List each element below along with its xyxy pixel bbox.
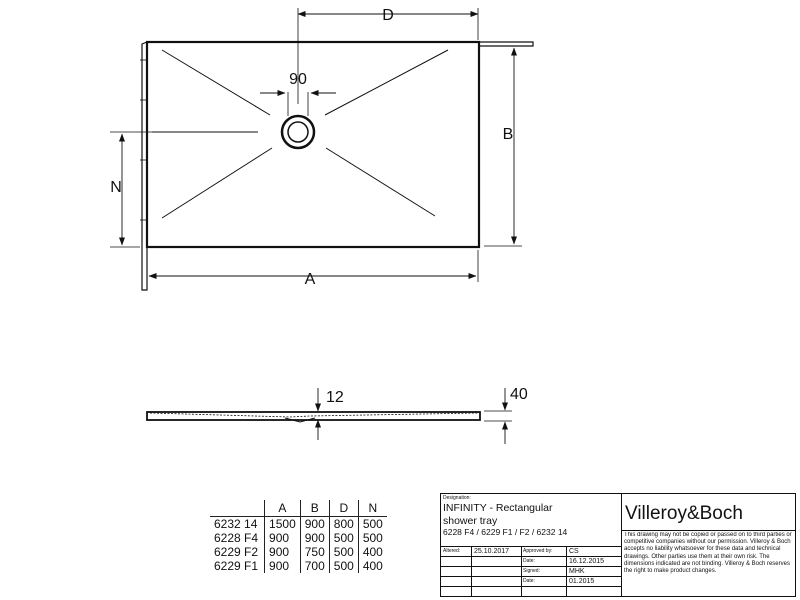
- approved-value: CS: [569, 548, 579, 555]
- copyright-notice: This drawing may not be copied or passed…: [624, 532, 792, 575]
- table-header-a: A: [264, 500, 301, 517]
- dimension-b-label: B: [503, 126, 514, 143]
- dimension-a-label: A: [305, 271, 316, 288]
- dimension-drain-depth-label: 12: [326, 389, 344, 406]
- table-cell: 6229 F2: [214, 545, 259, 559]
- table-cell: 500: [357, 531, 387, 545]
- tray-side-wall: [141, 41, 148, 291]
- tray-section-view: 12 40: [146, 386, 528, 444]
- table-cell: 700: [299, 559, 330, 573]
- slope-line: [161, 147, 273, 219]
- slope-line: [324, 49, 449, 116]
- table-cell: 1500: [264, 516, 301, 531]
- approved-label: Approved by:: [523, 548, 553, 554]
- table-cell: 500: [328, 545, 359, 559]
- table-cell: 6232 14: [214, 517, 258, 531]
- table-header-row: A B D N: [210, 500, 387, 517]
- table-cell: 800: [328, 516, 359, 531]
- table-header-b: B: [299, 500, 330, 517]
- dimension-n-label: N: [110, 179, 122, 196]
- dimension-table: A B D N 6232 14 1500 900 800 500 6228 F4…: [210, 500, 387, 573]
- dimension-d: D: [297, 7, 479, 104]
- signed-value: MHK: [569, 568, 585, 575]
- section-outline: [146, 411, 481, 421]
- table-cell: 500: [357, 516, 387, 531]
- table-header-d: D: [328, 500, 359, 517]
- table-cell: 6229 F1: [214, 559, 259, 573]
- altered-value: 25.10.2017: [474, 548, 510, 555]
- table-cell: 900: [264, 531, 301, 545]
- table-cell: 6228 F4: [214, 531, 259, 545]
- table-cell: 750: [299, 545, 330, 559]
- table-cell: 900: [299, 531, 330, 545]
- dimension-drain-width: 90: [260, 71, 336, 96]
- tray-top-view: [140, 40, 534, 291]
- table-row: 6232 14 1500 900 800 500: [210, 516, 387, 531]
- date-label: Date:: [523, 558, 535, 564]
- designation-subtitle: shower tray: [443, 515, 498, 527]
- altered-label: Altered:: [443, 548, 461, 554]
- dimension-b: B: [484, 45, 522, 247]
- table-cell: 500: [328, 531, 359, 545]
- date2-label: Date:: [523, 578, 535, 584]
- tray-outline: [145, 40, 481, 249]
- table-row: 6228 F4 900 900 500 500: [210, 531, 387, 545]
- dimension-a: A: [148, 250, 479, 288]
- brand-logo-text: Villeroy&Boch: [625, 503, 743, 524]
- table-cell: 900: [264, 559, 301, 573]
- slope-line: [161, 49, 271, 116]
- dimension-d-label: D: [382, 7, 394, 24]
- table-header-n: N: [357, 500, 387, 517]
- table-cell: 400: [357, 559, 387, 573]
- table-row: 6229 F1 900 700 500 400: [210, 559, 387, 573]
- dimension-thickness-label: 40: [510, 386, 528, 403]
- dimension-drain-width-label: 90: [289, 71, 307, 88]
- designation-title: INFINITY - Rectangular: [443, 502, 553, 514]
- table-cell: 400: [357, 545, 387, 559]
- dimension-n: N: [110, 131, 152, 248]
- table-header-code: [210, 500, 265, 517]
- drain-inner: [287, 121, 309, 143]
- date2-value: 01.2015: [569, 578, 595, 585]
- slope-line: [325, 147, 436, 217]
- title-block: Designation: INFINITY - Rectangular show…: [440, 493, 796, 597]
- table-cell: 900: [299, 516, 330, 531]
- table-row: 6229 F2 900 750 500 400: [210, 545, 387, 559]
- date-value: 16.12.2015: [569, 558, 605, 565]
- table-cell: 500: [328, 559, 359, 573]
- designation-codes: 6228 F4 / 6229 F1 / F2 / 6232 14: [443, 527, 568, 537]
- designation-label: Designation:: [443, 495, 471, 501]
- table-cell: 900: [264, 545, 301, 559]
- tray-wall-edge: [147, 41, 534, 47]
- technical-drawing: D 90 B N A 12 40: [110, 7, 534, 444]
- signed-label: Signed:: [523, 568, 540, 574]
